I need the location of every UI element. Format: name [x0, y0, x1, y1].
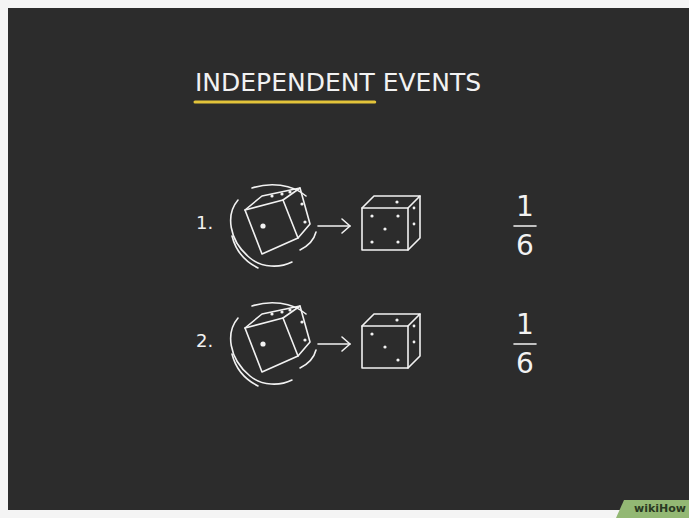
fraction-bar [514, 225, 536, 227]
arrow-symbol [318, 219, 350, 233]
fraction-numerator: 1 [516, 193, 534, 221]
die-pips [260, 190, 415, 361]
fraction-numerator: 1 [516, 311, 534, 339]
rolling-die [231, 303, 316, 386]
rolling-die [231, 185, 316, 268]
resting-die [362, 314, 420, 368]
watermark-tab [616, 500, 689, 518]
watermark: wikiHow [634, 503, 686, 514]
fraction-bar [514, 343, 536, 345]
arrow-symbol [318, 337, 350, 351]
board-ground [8, 8, 689, 510]
item-number: 1. [196, 214, 213, 232]
fraction-denominator: 6 [516, 232, 534, 260]
item-number: 2. [196, 332, 213, 350]
title-underline [195, 101, 375, 104]
resting-die [362, 196, 420, 250]
fraction-denominator: 6 [516, 350, 534, 378]
title-text: INDEPENDENT EVENTS [195, 70, 481, 95]
